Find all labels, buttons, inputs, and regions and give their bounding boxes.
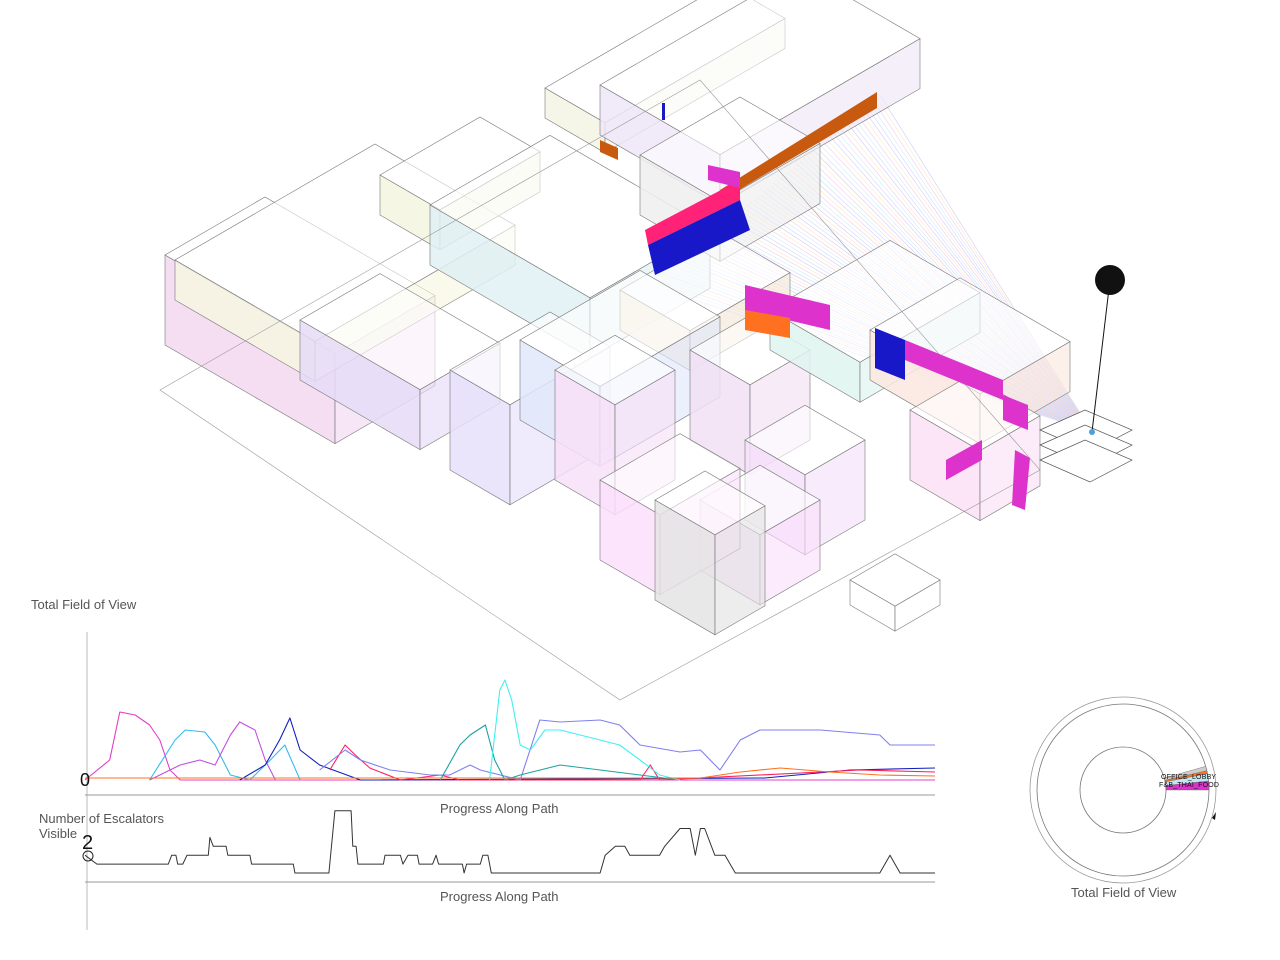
outer-ring (1029, 696, 1217, 884)
pink-zone (645, 180, 740, 245)
orange-zone (720, 92, 877, 200)
blue-zone (648, 200, 750, 275)
series-line-red (329, 744, 936, 781)
block-face-top (909, 374, 1041, 451)
wedge-label-thai-food: F&B_THAI_FOOD (1159, 782, 1220, 789)
magenta-zone (1003, 395, 1028, 430)
building-volumes (159, 0, 1071, 701)
escalator-y-tick-2: 2 (82, 832, 94, 854)
escalator-x-axis-label: Progress Along Path (440, 889, 559, 904)
block-face-top (554, 334, 676, 406)
inner-ring (1079, 746, 1167, 834)
radial-slice (1164, 766, 1208, 781)
block-face-top (849, 553, 941, 607)
magenta-zone (946, 440, 982, 480)
fov-series-group (84, 679, 936, 781)
escalator-chart-title: Number of Escalators Visible (39, 811, 164, 841)
fov-x-axis-label: Progress Along Path (440, 801, 559, 816)
series-line-purple (149, 721, 276, 781)
pin-head-icon (1095, 265, 1125, 295)
pin-line (1091, 279, 1111, 433)
fov-radial-chart (1029, 696, 1217, 884)
series-line-navy (239, 717, 936, 781)
magenta-zone (905, 340, 1003, 400)
block-face-top (744, 404, 866, 476)
orange-zone (745, 310, 790, 338)
block-face-top (599, 0, 921, 155)
series-line-magenta (84, 711, 935, 781)
ground-outline (159, 79, 1041, 701)
viewer-position-dot (1089, 429, 1095, 435)
building-block (849, 553, 941, 632)
block-face-top (639, 96, 821, 202)
block-face-top (599, 433, 741, 516)
magenta-zone (1012, 450, 1030, 510)
blue-zone (662, 103, 665, 120)
fov-y-tick-0: 0 (80, 770, 91, 790)
highlighted-zones (600, 92, 1030, 510)
series-line-sky (149, 729, 301, 781)
viewing-platform (1039, 439, 1133, 483)
blue-zone (875, 328, 905, 380)
block-face-top (654, 470, 766, 536)
magenta-zone (708, 165, 740, 188)
series-line-teal (439, 724, 681, 781)
series-line-escalators (84, 810, 935, 874)
series-line-violet (319, 719, 935, 781)
series-line-cyan (489, 679, 681, 781)
viewpoint-marker (1039, 265, 1133, 483)
building-block (654, 470, 766, 636)
fov-chart-title: Total Field of View (31, 597, 137, 612)
escalator-zero-marker (82, 850, 94, 862)
escalator-series-group (84, 810, 935, 874)
radial-chart-title: Total Field of View (1071, 885, 1177, 900)
orange-zone (600, 140, 618, 160)
magenta-zone (745, 285, 830, 330)
wedge-label-office-lobby: OFFICE_LOBBY (1161, 774, 1217, 781)
direction-arrow-icon (1212, 812, 1216, 820)
series-line-orange (85, 767, 936, 779)
